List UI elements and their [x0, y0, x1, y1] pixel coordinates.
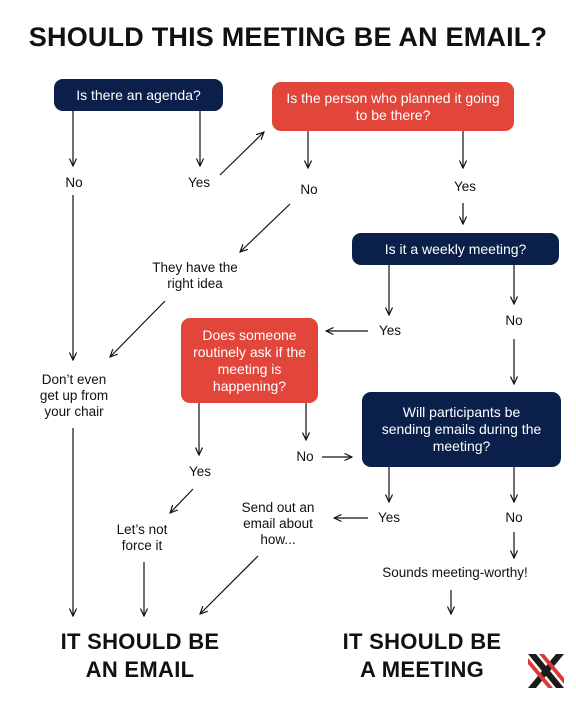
meeting-outcome-line-2: A MEETING: [359, 657, 485, 682]
weekly-question-box: Is it a weekly meeting?: [352, 233, 559, 265]
asks-yes-label: Yes: [188, 464, 212, 479]
agenda-question-box: Is there an agenda?: [54, 79, 223, 111]
someone-asks-question-text: Does someone routinely ask if the meetin…: [193, 326, 306, 394]
arrow-right-idea-to-dont-get-up: [110, 300, 166, 357]
email-outcome-line-2: AN EMAIL: [85, 657, 195, 682]
email-outcome-line-1: IT SHOULD BE: [60, 629, 220, 654]
email-outcome: IT SHOULD BE AN EMAIL: [40, 628, 240, 684]
dont-get-up-line-2: get up from: [39, 388, 109, 403]
planner-present-question-text: Is the person who planned it going to be…: [286, 89, 500, 123]
dont-get-up-line-3: your chair: [44, 404, 104, 419]
right-idea-label: They have the right idea: [140, 260, 250, 292]
planner-yes-label: Yes: [453, 179, 477, 194]
right-idea-line-2: right idea: [167, 276, 223, 291]
arrow-send-email-to-email: [200, 555, 259, 614]
participants-no-label: No: [505, 510, 523, 525]
arrow-yes-to-planner: [219, 132, 264, 176]
agenda-yes-label: Yes: [187, 175, 211, 190]
meeting-worthy-label: Sounds meeting-worthy!: [382, 565, 528, 580]
participants-emailing-question-text: Will participants be sending emails duri…: [381, 404, 542, 454]
right-idea-line-1: They have the: [152, 260, 238, 275]
x-logo-icon: [528, 654, 564, 688]
send-email-line-3: how...: [260, 532, 296, 547]
participants-yes-label: Yes: [377, 510, 401, 525]
meeting-outcome: IT SHOULD BE A MEETING: [322, 628, 522, 684]
send-email-line-2: email about: [243, 516, 313, 531]
not-force-label: Let’s not force it: [102, 522, 182, 554]
not-force-line-1: Let’s not: [116, 522, 168, 537]
page-title: SHOULD THIS MEETING BE AN EMAIL?: [28, 22, 548, 52]
not-force-line-2: force it: [121, 538, 163, 553]
planner-present-question-box: Is the person who planned it going to be…: [272, 82, 514, 131]
weekly-no-label: No: [505, 313, 523, 328]
meeting-outcome-line-1: IT SHOULD BE: [342, 629, 502, 654]
send-email-line-1: Send out an: [241, 500, 315, 515]
planner-no-label: No: [300, 182, 318, 197]
arrow-asks-yes-to-not-force: [170, 488, 194, 513]
weekly-yes-label: Yes: [378, 323, 402, 338]
agenda-question-text: Is there an agenda?: [76, 86, 201, 103]
someone-asks-question-box: Does someone routinely ask if the meetin…: [181, 318, 318, 403]
send-email-label: Send out an email about how...: [230, 500, 326, 548]
participants-emailing-question-box: Will participants be sending emails duri…: [362, 392, 561, 467]
agenda-no-label: No: [65, 175, 83, 190]
arrow-no-to-right-idea: [240, 203, 291, 252]
asks-no-label: No: [296, 449, 314, 464]
dont-get-up-line-1: Don’t even: [41, 372, 107, 387]
dont-get-up-label: Don’t even get up from your chair: [24, 372, 124, 420]
weekly-question-text: Is it a weekly meeting?: [384, 240, 527, 257]
